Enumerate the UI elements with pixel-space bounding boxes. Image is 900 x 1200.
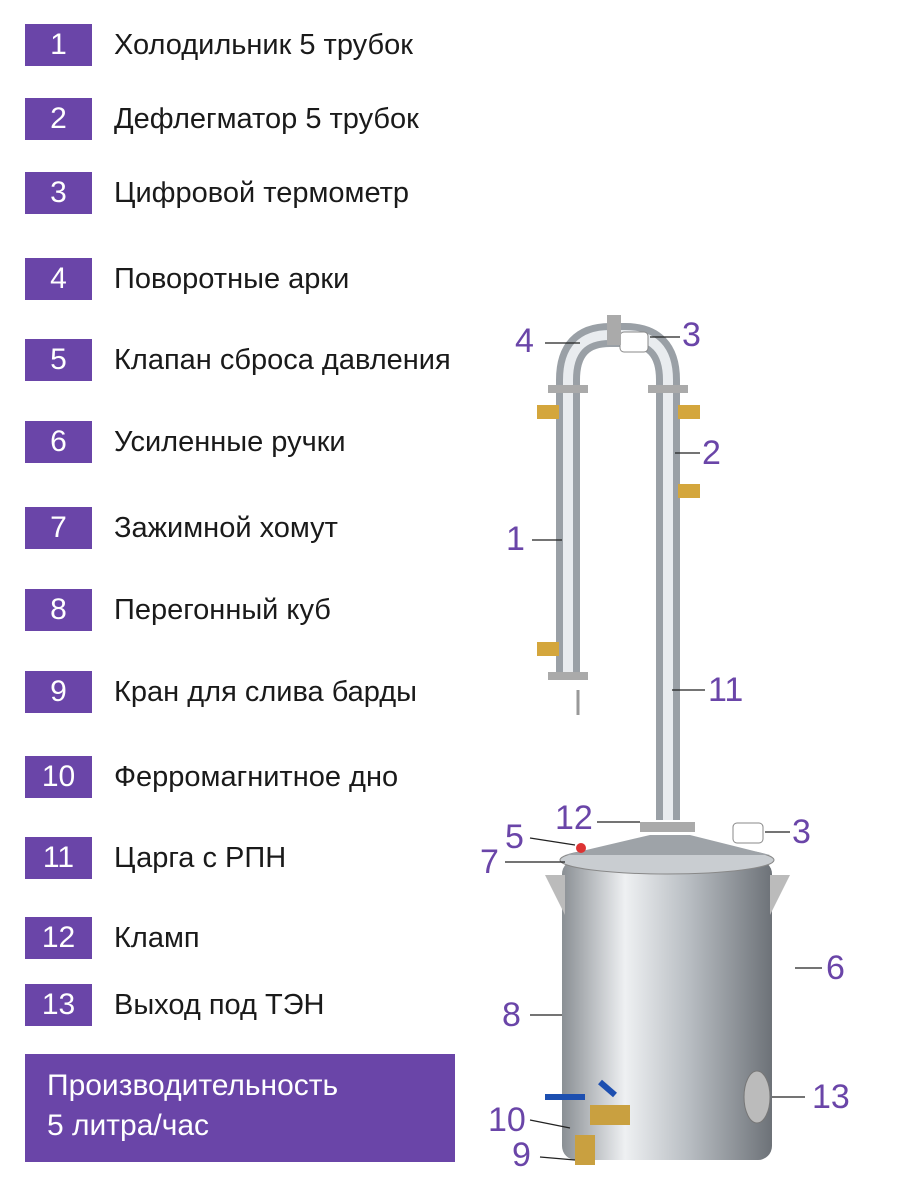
legend-item: 12 Кламп <box>25 917 200 959</box>
callout-12: 12 <box>555 799 593 837</box>
callout-3-pot: 3 <box>792 813 811 851</box>
legend-number: 13 <box>25 984 92 1026</box>
legend-label: Дефлегматор 5 трубок <box>114 102 419 135</box>
legend-label: Кламп <box>114 921 200 954</box>
callout-10: 10 <box>488 1101 526 1139</box>
legend-label: Цифровой термометр <box>114 176 410 209</box>
legend-item: 11 Царга с РПН <box>25 837 286 879</box>
legend-number: 8 <box>25 589 92 631</box>
arch <box>556 323 680 820</box>
legend-number: 11 <box>25 837 92 879</box>
legend-number: 1 <box>25 24 92 66</box>
thermometer-top <box>619 331 649 353</box>
legend-label: Выход под ТЭН <box>114 988 325 1021</box>
callout-9: 9 <box>512 1136 531 1174</box>
legend-number: 5 <box>25 339 92 381</box>
legend-label: Зажимной хомут <box>114 511 338 544</box>
callout-4: 4 <box>515 322 534 360</box>
legend-item: 9 Кран для слива барды <box>25 671 417 713</box>
legend-item: 1 Холодильник 5 трубок <box>25 24 413 66</box>
performance-title: Производительность <box>47 1069 339 1102</box>
callout-7: 7 <box>480 843 499 881</box>
legend-label: Перегонный куб <box>114 593 331 626</box>
callout-8: 8 <box>502 996 521 1034</box>
legend-number: 9 <box>25 671 92 713</box>
legend-item: 10 Ферромагнитное дно <box>25 756 398 798</box>
legend-item: 7 Зажимной хомут <box>25 507 338 549</box>
legend-item: 2 Дефлегматор 5 трубок <box>25 98 419 140</box>
legend-number: 6 <box>25 421 92 463</box>
callout-5: 5 <box>505 818 524 856</box>
performance-banner: Производительность 5 литра/час <box>25 1054 455 1162</box>
legend-number: 4 <box>25 258 92 300</box>
callout-13: 13 <box>812 1078 850 1116</box>
callout-6: 6 <box>826 949 845 987</box>
legend-label: Ферромагнитное дно <box>114 760 399 793</box>
legend-label: Усиленные ручки <box>114 425 346 458</box>
callout-1: 1 <box>506 520 525 558</box>
legend-label: Холодильник 5 трубок <box>114 28 413 61</box>
legend-item: 8 Перегонный куб <box>25 589 331 631</box>
legend-item: 4 Поворотные арки <box>25 258 349 300</box>
pot <box>562 860 772 1160</box>
legend-number: 7 <box>25 507 92 549</box>
legend-label: Клапан сброса давления <box>114 343 451 376</box>
callout-3-top: 3 <box>682 316 701 354</box>
performance-value: 5 литра/час <box>47 1109 210 1142</box>
callout-11: 11 <box>708 671 744 709</box>
legend-item: 3 Цифровой термометр <box>25 172 409 214</box>
legend-number: 12 <box>25 917 92 959</box>
callout-2: 2 <box>702 434 721 472</box>
legend-number: 3 <box>25 172 92 214</box>
legend-item: 13 Выход под ТЭН <box>25 984 325 1026</box>
legend-number: 10 <box>25 756 92 798</box>
legend-item: 6 Усиленные ручки <box>25 421 346 463</box>
legend-number: 2 <box>25 98 92 140</box>
legend-label: Кран для слива барды <box>114 675 418 708</box>
legend-label: Царга с РПН <box>114 841 287 874</box>
legend-label: Поворотные арки <box>114 262 350 295</box>
legend-item: 5 Клапан сброса давления <box>25 339 451 381</box>
